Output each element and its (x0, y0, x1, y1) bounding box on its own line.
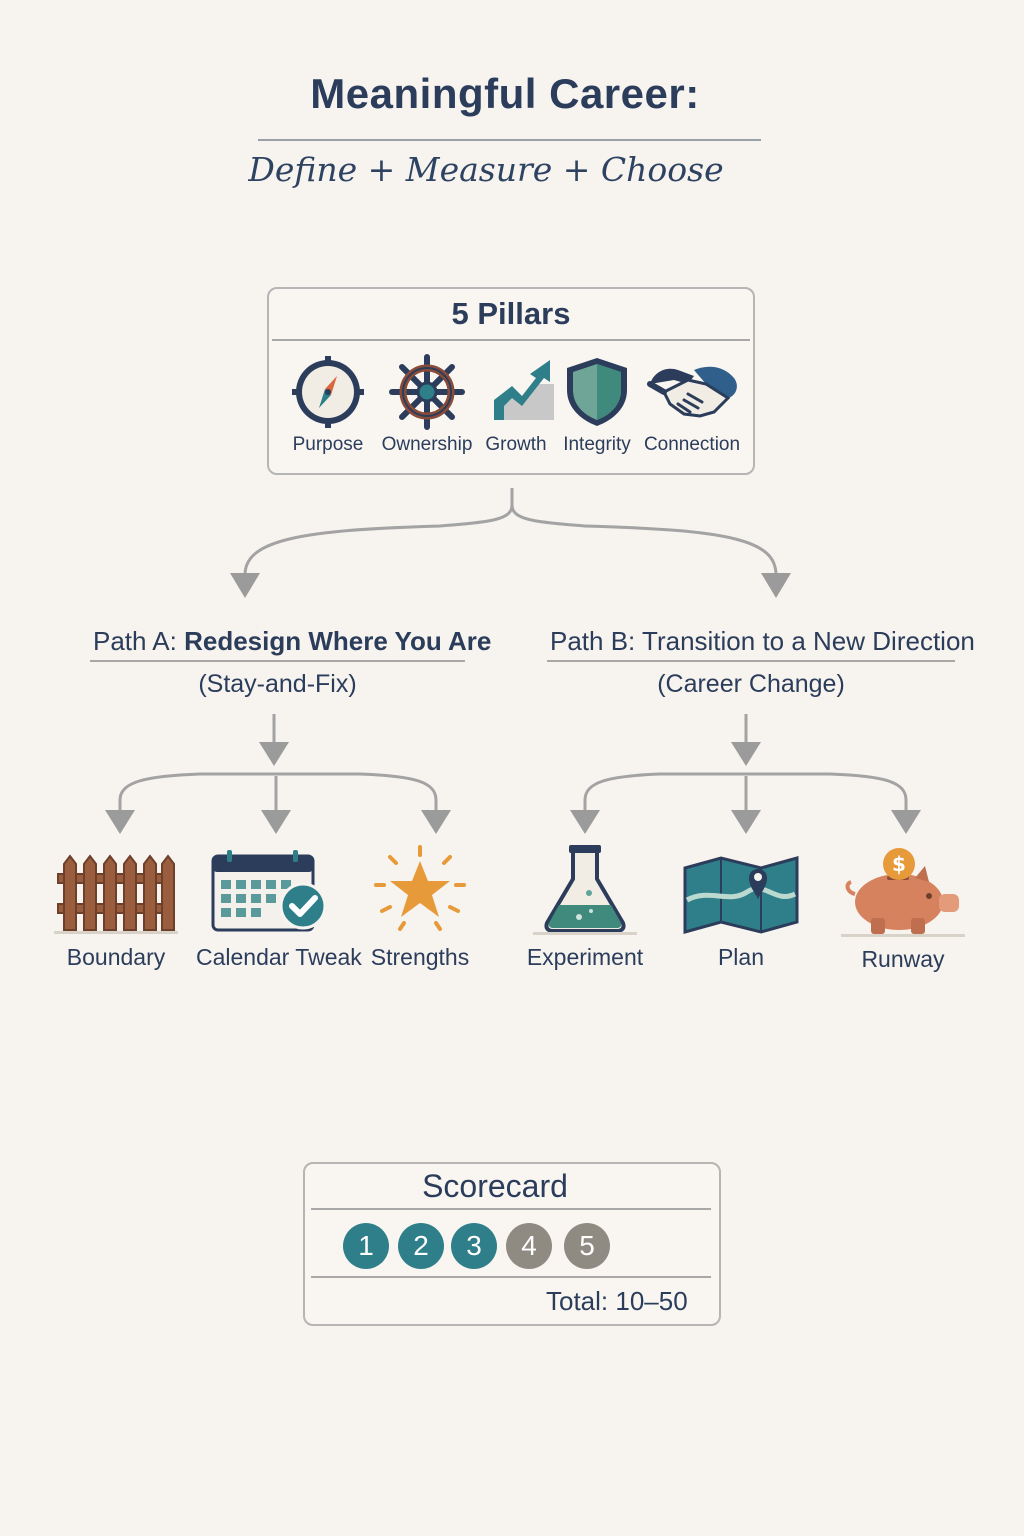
ship-wheel-icon (389, 354, 465, 430)
path-a-subtitle: (Stay-and-Fix) (198, 670, 357, 698)
rating-dot-5[interactable]: 5 (564, 1223, 610, 1269)
pillar-integrity: Integrity (547, 354, 647, 456)
item-label: Calendar Tweak (196, 944, 362, 970)
arrowhead-icon (230, 573, 260, 598)
branch-path-a (118, 772, 438, 815)
flask-icon (533, 845, 637, 935)
pillar-label: Purpose (292, 434, 364, 455)
compass-icon (292, 356, 364, 428)
path-b-item-runway: $ Runway (838, 846, 968, 973)
path-b-subtitle: (Career Change) (657, 670, 845, 698)
rating-dot-1[interactable]: 1 (343, 1223, 389, 1269)
arrowhead-icon (731, 742, 761, 766)
star-icon (374, 845, 466, 931)
arrowhead-icon (105, 810, 135, 834)
total-value: 10–50 (615, 1286, 688, 1316)
total-label: Total: (546, 1286, 609, 1316)
path-a-item-boundary: Boundary (46, 850, 186, 971)
pillar-growth: Growth (466, 354, 566, 456)
path-b-item-experiment: Experiment (520, 843, 650, 971)
pillar-purpose: Purpose (278, 354, 378, 456)
pillar-label: Growth (485, 434, 547, 455)
page-subtitle: Define + Measure + Choose (248, 150, 724, 189)
handshake-icon (647, 366, 737, 418)
path-a-item-calendar-tweak: Calendar Tweak (196, 850, 362, 971)
arrowhead-icon (570, 810, 600, 834)
page-title: Meaningful Career: (310, 70, 700, 117)
rating-dot-4[interactable]: 4 (506, 1223, 552, 1269)
branch-path-b (583, 772, 908, 815)
pillars-divider (272, 339, 750, 341)
arrowhead-icon (259, 742, 289, 766)
rating-dot-3[interactable]: 3 (451, 1223, 497, 1269)
scorecard-total: Total: 10–50 (546, 1286, 688, 1317)
arrowhead-icon (421, 810, 451, 834)
arrowhead-icon (731, 810, 761, 834)
arrow-to-path-b (510, 504, 778, 576)
shield-icon (567, 358, 627, 426)
title-divider (258, 139, 761, 141)
fence-icon (54, 854, 178, 934)
path-a-prefix: Path A: (93, 626, 185, 656)
path-a-heading: Redesign Where You Are (184, 626, 492, 656)
scorecard-title: Scorecard (422, 1168, 568, 1204)
path-a-title: Path A: Redesign Where You Are (93, 626, 491, 657)
arrowhead-icon (261, 810, 291, 834)
arrowhead-icon (891, 810, 921, 834)
scorecard-divider (311, 1208, 711, 1210)
path-b-divider (547, 660, 955, 662)
pillar-connection: Connection (642, 354, 742, 456)
arrow-to-path-a (243, 488, 514, 576)
item-label: Boundary (66, 944, 166, 970)
pillars-title: 5 Pillars (451, 296, 571, 331)
rating-dot-2[interactable]: 2 (398, 1223, 444, 1269)
path-b-title: Path B: Transition to a New Direction (550, 626, 975, 656)
growth-arrow-icon (494, 360, 554, 420)
map-pin-icon (683, 856, 799, 934)
item-label: Plan (717, 944, 765, 970)
path-b-item-plan: Plan (676, 844, 806, 971)
svg-text:$: $ (892, 852, 906, 876)
path-a-divider (90, 660, 465, 662)
calendar-check-icon (211, 850, 327, 932)
piggy-bank-icon: $ (841, 848, 965, 937)
item-label: Runway (861, 946, 945, 972)
pillar-label: Integrity (563, 434, 631, 455)
pillar-ownership: Ownership (377, 354, 477, 456)
scorecard-divider-bottom (311, 1276, 711, 1278)
pillar-label: Connection (643, 434, 741, 455)
pillar-label: Ownership (381, 434, 473, 455)
arrowhead-icon (761, 573, 791, 598)
item-label: Strengths (370, 944, 470, 970)
path-a-item-strengths: Strengths (360, 845, 480, 971)
item-label: Experiment (526, 944, 644, 970)
